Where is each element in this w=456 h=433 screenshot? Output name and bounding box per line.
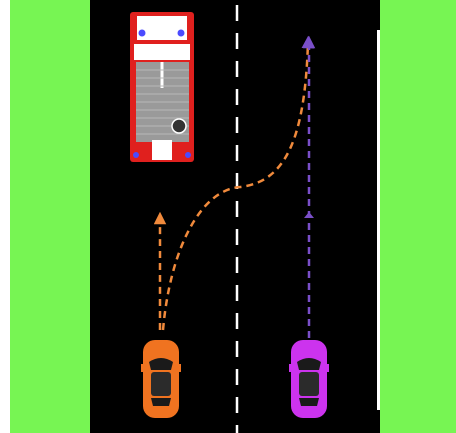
road-edge-line bbox=[377, 30, 380, 410]
orange-car-mirror-left bbox=[141, 364, 145, 372]
fire-truck-light-right bbox=[177, 29, 185, 37]
fire-truck-rear-light-left bbox=[133, 152, 139, 158]
orange-car-roof bbox=[151, 372, 171, 396]
purple-car-mirror-right bbox=[325, 364, 329, 372]
fire-truck-rear-step bbox=[152, 140, 172, 160]
purple-car-rear-window bbox=[299, 398, 319, 406]
purple-car-mirror-left bbox=[289, 364, 293, 372]
fire-truck-ladder-base bbox=[134, 44, 190, 60]
fire-truck-hose-reel bbox=[171, 118, 187, 134]
purple-car bbox=[289, 340, 329, 418]
orange-car-windshield bbox=[149, 358, 173, 370]
purple-car-windshield bbox=[297, 358, 321, 370]
grass-right bbox=[380, 0, 456, 433]
orange-overtake-path bbox=[161, 35, 315, 331]
fire-truck-icon bbox=[130, 12, 194, 162]
fire-truck-cab-window bbox=[137, 16, 187, 40]
car-icon bbox=[141, 340, 181, 418]
orange-car-mirror-right bbox=[177, 364, 181, 372]
grass-left bbox=[10, 0, 90, 433]
purple-car-roof bbox=[299, 372, 319, 396]
purple-mid-arrow bbox=[304, 212, 314, 218]
car-icon bbox=[289, 340, 329, 418]
orange-car-rear-window bbox=[151, 398, 171, 406]
orange-car bbox=[141, 340, 181, 418]
fire-truck-rear-light-right bbox=[185, 152, 191, 158]
fire-truck-light-left bbox=[138, 29, 146, 37]
